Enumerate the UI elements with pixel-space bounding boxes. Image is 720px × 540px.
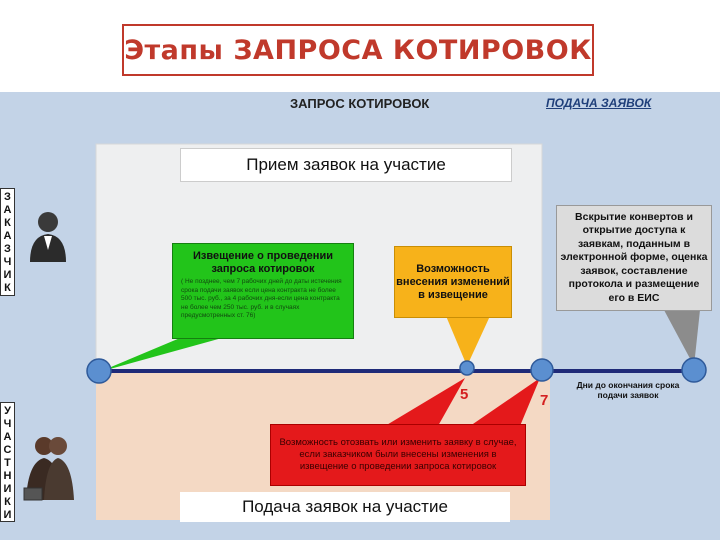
notice-pointer — [99, 338, 222, 372]
changes-pointer — [446, 316, 490, 366]
participants-letter: А — [3, 431, 12, 443]
withdraw-pointer-5 — [385, 378, 465, 426]
participants-letter: У — [4, 405, 11, 417]
participants-letter: К — [4, 496, 11, 508]
timeline-node-start — [86, 358, 112, 384]
participants-letter: И — [3, 509, 12, 521]
page-title: Этапы ЗАПРОСА КОТИРОВОК — [124, 34, 592, 66]
customer-avatar-icon — [30, 212, 66, 262]
participants-letter: Ч — [3, 418, 12, 430]
title-box: Этапы ЗАПРОСА КОТИРОВОК — [122, 24, 594, 76]
customer-letter: К — [4, 217, 11, 229]
notice-note: ( Не позднее, чем 7 рабочих дней до даты… — [181, 278, 342, 319]
participants-letter: И — [3, 483, 12, 495]
customer-letter: А — [3, 230, 12, 242]
withdraw-box: Возможность отозвать или изменить заявку… — [270, 424, 526, 486]
timeline-node-end — [681, 357, 707, 383]
customer-letter: Ч — [3, 256, 12, 268]
marker-7: 7 — [540, 392, 549, 409]
customer-letter: З — [4, 191, 11, 203]
customer-letter: А — [3, 204, 12, 216]
marker-5: 5 — [460, 386, 469, 403]
participants-letter: Т — [4, 457, 11, 469]
customer-letter: З — [4, 243, 11, 255]
opening-pointer — [664, 310, 700, 366]
timeline-node-7 — [530, 358, 554, 382]
customer-letter: И — [3, 269, 12, 281]
changes-box: Возможность внесения изменений в извещен… — [394, 246, 512, 318]
participants-side-label: У Ч А С Т Н И К И — [0, 402, 15, 522]
opening-box: Вскрытие конвертов и открытие доступа к … — [556, 205, 712, 311]
notice-box: Извещение о проведении запроса котировок… — [172, 243, 354, 339]
participants-avatar-icon — [23, 437, 74, 501]
customer-side-label: З А К А З Ч И К — [0, 188, 15, 296]
notice-title: Извещение о проведении запроса котировок — [193, 250, 333, 275]
accept-bids-label: Прием заявок на участие — [180, 148, 512, 182]
participants-letter: Н — [3, 470, 12, 482]
submit-bids-label: Подача заявок на участие — [180, 492, 510, 522]
days-note: Дни до окончания срока подачи заявок — [576, 380, 680, 400]
participants-letter: С — [3, 444, 12, 456]
customer-letter: К — [4, 282, 11, 294]
bid-submission-label: ПОДАЧА ЗАЯВОК — [546, 96, 652, 110]
quote-request-label: ЗАПРОС КОТИРОВОК — [290, 96, 430, 111]
withdraw-pointer-7 — [470, 378, 540, 426]
timeline-node-5 — [459, 360, 475, 376]
